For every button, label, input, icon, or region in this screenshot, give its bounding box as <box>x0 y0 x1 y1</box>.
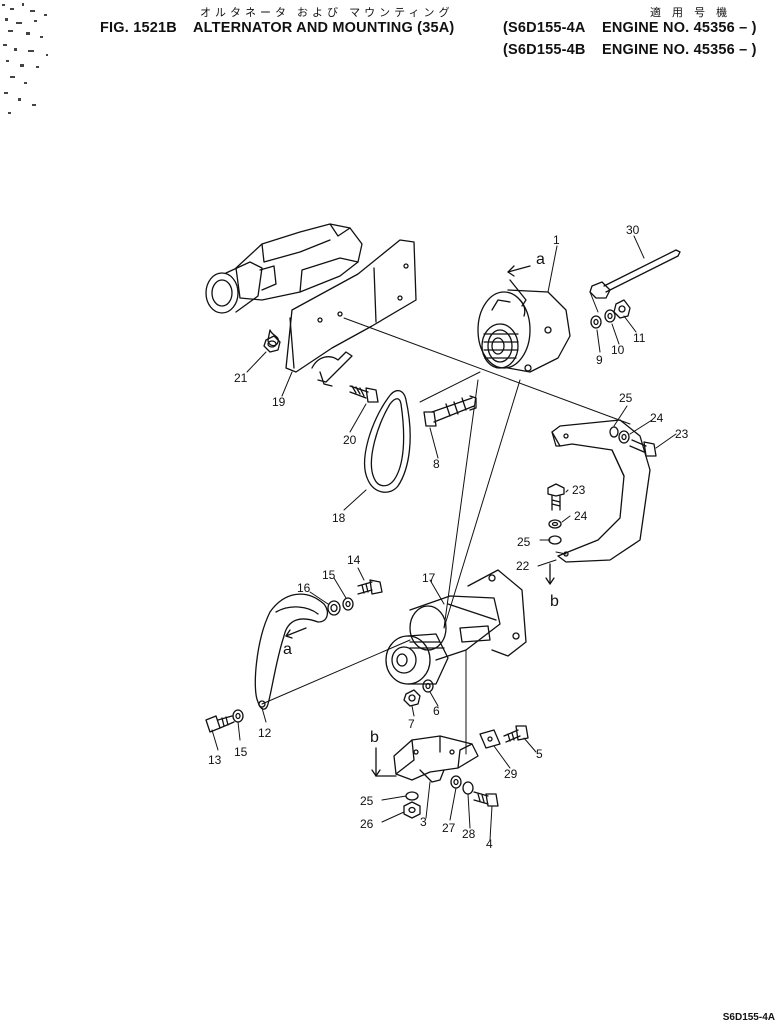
scan-noise <box>2 3 48 114</box>
bolt-part-23-lower <box>547 483 565 511</box>
callout-26: 26 <box>360 817 374 831</box>
callout-25-mid: 25 <box>517 535 531 549</box>
view-arrow-a-bottom <box>285 627 307 639</box>
tension-arm-part-12 <box>254 593 329 710</box>
lower-bracket-part-3 <box>393 735 479 783</box>
callout-3: 3 <box>420 815 427 829</box>
callout-14: 14 <box>347 553 361 567</box>
bolt-part-14 <box>357 579 383 595</box>
leader-lines <box>211 235 677 841</box>
callout-24-lower: 24 <box>574 509 588 523</box>
bolt-part-4 <box>473 791 499 807</box>
model-a: (S6D155-4A <box>503 20 586 36</box>
view-arrow-b-right <box>545 563 555 585</box>
washer-part-15-lower <box>232 709 244 723</box>
callout-29: 29 <box>504 767 518 781</box>
washer-part-27 <box>450 775 462 789</box>
brace-part-22 <box>551 419 651 563</box>
callout-9: 9 <box>596 353 603 367</box>
assembly-lines <box>261 291 631 755</box>
engine-number-a: ENGINE NO. 45356 – ) <box>602 20 757 36</box>
bolt-part-23-upper <box>629 439 657 457</box>
callout-5: 5 <box>536 747 543 761</box>
callout-27: 27 <box>442 821 456 835</box>
callout-24-upper: 24 <box>650 411 664 425</box>
view-arrow-b-bottom <box>371 747 397 777</box>
mounting-plate <box>285 239 417 387</box>
view-mark-b-bottom: b <box>370 729 379 746</box>
washer-part-9 <box>590 315 602 329</box>
washer-part-10 <box>604 309 616 323</box>
bolt-part-5 <box>503 725 529 743</box>
washer-part-24-upper <box>618 430 630 444</box>
japanese-title: オルタネータ および マウンティング <box>200 7 454 19</box>
washer-part-15-upper <box>342 597 354 611</box>
callout-23-lower: 23 <box>572 483 586 497</box>
nut-part-7 <box>403 689 421 707</box>
long-bolt-part-8 <box>423 395 477 427</box>
page-code: S6D155-4A <box>722 1012 775 1023</box>
view-arrow-a-top <box>507 265 531 277</box>
callout-numbers: 1 30 11 10 9 21 19 20 8 18 25 24 23 23 2… <box>208 223 689 851</box>
view-marks: a a b b <box>283 251 559 746</box>
washer-part-28 <box>462 781 474 795</box>
engine-housing <box>205 223 363 347</box>
stud-part-30 <box>589 249 681 299</box>
callout-4: 4 <box>486 837 493 851</box>
callout-8: 8 <box>433 457 440 471</box>
plate-part-29 <box>479 729 501 749</box>
callout-25-upper: 25 <box>619 391 633 405</box>
callout-23-upper: 23 <box>675 427 689 441</box>
nut-part-11 <box>613 299 631 319</box>
engine-number-b: ENGINE NO. 45356 – ) <box>602 42 757 58</box>
callout-19: 19 <box>272 395 286 409</box>
figure-title: ALTERNATOR AND MOUNTING (35A) <box>193 20 455 36</box>
callout-28: 28 <box>462 827 476 841</box>
callout-13: 13 <box>208 753 222 767</box>
washer-part-25-bottom <box>405 791 419 801</box>
callout-30: 30 <box>626 223 640 237</box>
callout-21: 21 <box>234 371 248 385</box>
model-b: (S6D155-4B <box>503 42 586 58</box>
callout-18: 18 <box>332 511 346 525</box>
callout-15-upper: 15 <box>322 568 336 582</box>
bolt-part-13 <box>205 715 235 733</box>
callout-22: 22 <box>516 559 530 573</box>
callout-25-bottom: 25 <box>360 794 374 808</box>
washer-part-6 <box>422 679 434 693</box>
callout-16: 16 <box>297 581 311 595</box>
callout-15-lower: 15 <box>234 745 248 759</box>
nut-part-26 <box>403 801 421 819</box>
nut-part-21 <box>263 335 281 353</box>
washer-part-25-upper <box>609 426 619 438</box>
v-belt-part-18 <box>364 390 411 493</box>
callout-1: 1 <box>553 233 560 247</box>
callout-10: 10 <box>611 343 625 357</box>
view-mark-b-right: b <box>550 593 559 610</box>
callout-6: 6 <box>433 704 440 718</box>
washer-part-25-lower <box>548 535 562 545</box>
callout-11: 11 <box>633 331 646 345</box>
callout-7: 7 <box>408 717 415 731</box>
applicable-machines-label: 適 用 号 機 <box>650 7 732 19</box>
view-mark-a-bottom: a <box>283 641 292 658</box>
callout-20: 20 <box>343 433 357 447</box>
view-mark-a-top: a <box>536 251 545 268</box>
alternator <box>477 279 571 373</box>
figure-number: FIG. 1521B <box>100 20 177 36</box>
callout-12: 12 <box>258 726 272 740</box>
bolt-part-20 <box>349 385 379 403</box>
washer-part-24-lower <box>548 519 562 529</box>
callout-17: 17 <box>422 571 436 585</box>
spacer-part-16 <box>327 600 341 616</box>
